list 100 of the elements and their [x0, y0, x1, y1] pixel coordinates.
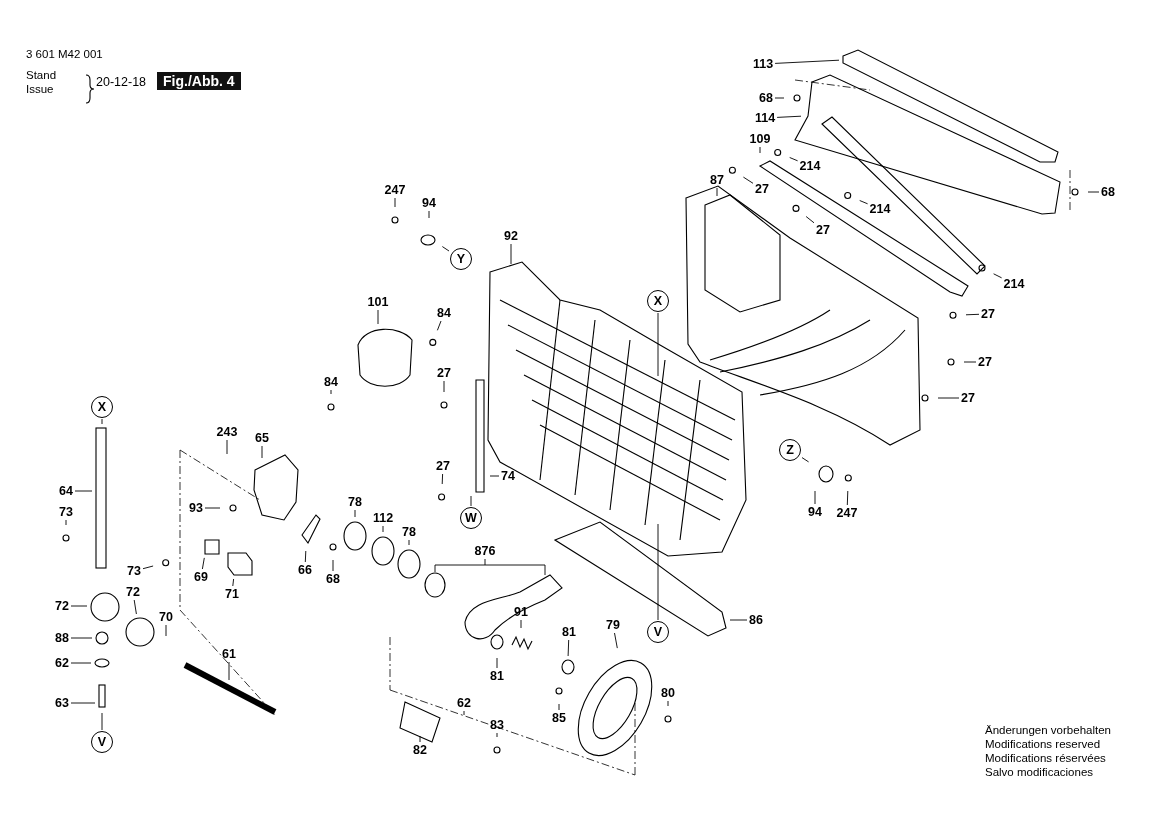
callout-number: 114	[753, 111, 777, 125]
callout-number: 83	[489, 718, 505, 732]
callout-number: 27	[980, 307, 996, 321]
callout-number: 73	[126, 564, 142, 578]
leader-line	[382, 525, 384, 533]
callout-number: 84	[323, 375, 339, 389]
callout-number: 68	[758, 91, 774, 105]
leader-line	[101, 418, 103, 425]
leader-line	[814, 490, 816, 505]
leader-line	[165, 624, 167, 637]
leader-line	[304, 550, 307, 563]
leader-line	[142, 565, 154, 570]
leader-line	[354, 509, 356, 518]
leader-line	[65, 519, 67, 526]
leader-line	[428, 210, 430, 219]
leader-line	[789, 157, 799, 162]
callout-number: 27	[815, 223, 831, 237]
leader-line	[377, 309, 379, 325]
leader-line	[776, 115, 802, 118]
leader-line	[774, 59, 840, 64]
leader-line	[232, 578, 235, 587]
leader-line	[937, 397, 960, 399]
callout-number: 68	[325, 572, 341, 586]
note-text: Modifications reserved	[985, 738, 1101, 751]
leader-line	[520, 619, 522, 629]
callout-number: 88	[54, 631, 70, 645]
leader-line	[441, 473, 444, 485]
issue-label: Stand	[26, 69, 57, 82]
callout-number: 94	[807, 505, 823, 519]
leader-line	[74, 490, 93, 492]
leader-line	[228, 661, 230, 681]
callout-number: 109	[748, 132, 772, 146]
callout-number: 63	[54, 696, 70, 710]
leader-line	[963, 361, 977, 363]
callout-number: 84	[436, 306, 452, 320]
leader-line	[657, 523, 659, 621]
callout-number: 81	[561, 625, 577, 639]
note-text: Änderungen vorbehalten	[985, 724, 1111, 737]
reference-circle: X	[91, 396, 113, 418]
callout-number: 92	[503, 229, 519, 243]
leader-line	[859, 200, 869, 205]
leader-line	[133, 599, 137, 615]
callout-number: 27	[754, 182, 770, 196]
leader-line	[558, 703, 560, 711]
leader-line	[496, 732, 498, 738]
leader-line	[204, 507, 221, 509]
leader-line	[729, 619, 748, 621]
leader-line	[101, 712, 103, 731]
callout-number: 78	[401, 525, 417, 539]
reference-circle: Y	[450, 248, 472, 270]
callout-number: 86	[748, 613, 764, 627]
leader-line	[846, 490, 849, 506]
leader-line	[993, 273, 1003, 279]
callout-number: 214	[1002, 277, 1026, 291]
callout-number: 27	[435, 459, 451, 473]
callout-number: 68	[1100, 185, 1116, 199]
callout-number: 65	[254, 431, 270, 445]
callout-number: 94	[421, 196, 437, 210]
leader-line	[70, 637, 93, 639]
leader-line	[1087, 191, 1100, 193]
leader-line	[261, 445, 263, 459]
doc-number: 3 601 M42 001	[26, 48, 103, 61]
leader-line	[657, 312, 659, 377]
leader-line	[434, 558, 546, 576]
callout-number: 74	[500, 469, 516, 483]
note-text: Modifications réservées	[985, 752, 1106, 765]
leader-line	[965, 313, 980, 316]
callout-number: 64	[58, 484, 74, 498]
leader-line	[436, 320, 442, 331]
callout-number: 82	[412, 743, 428, 757]
callout-number: 214	[798, 159, 822, 173]
issue-label: Issue	[26, 83, 54, 96]
leader-line	[667, 700, 669, 707]
reference-circle: V	[91, 731, 113, 753]
leader-line	[226, 439, 228, 455]
callout-number: 69	[193, 570, 209, 584]
leader-line	[408, 539, 410, 546]
callout-number: 70	[158, 610, 174, 624]
callout-number: 113	[751, 57, 775, 71]
reference-circle: X	[647, 290, 669, 312]
callout-number: 78	[347, 495, 363, 509]
callout-number: 80	[660, 686, 676, 700]
callout-number: 61	[221, 647, 237, 661]
leader-line	[496, 657, 498, 669]
callout-number: 66	[297, 563, 313, 577]
leader-line	[759, 146, 761, 154]
callout-number: 214	[868, 202, 892, 216]
callout-number: 101	[366, 295, 390, 309]
callout-number: 71	[224, 587, 240, 601]
callout-number: 62	[456, 696, 472, 710]
leader-line	[742, 176, 754, 184]
leader-line	[394, 197, 396, 208]
callout-number: 72	[125, 585, 141, 599]
callout-number: 87	[709, 173, 725, 187]
reference-circle: V	[647, 621, 669, 643]
callout-number: 247	[383, 183, 407, 197]
leader-line	[801, 457, 810, 463]
callout-number: 27	[977, 355, 993, 369]
reference-circle: Z	[779, 439, 801, 461]
reference-circle: W	[460, 507, 482, 529]
